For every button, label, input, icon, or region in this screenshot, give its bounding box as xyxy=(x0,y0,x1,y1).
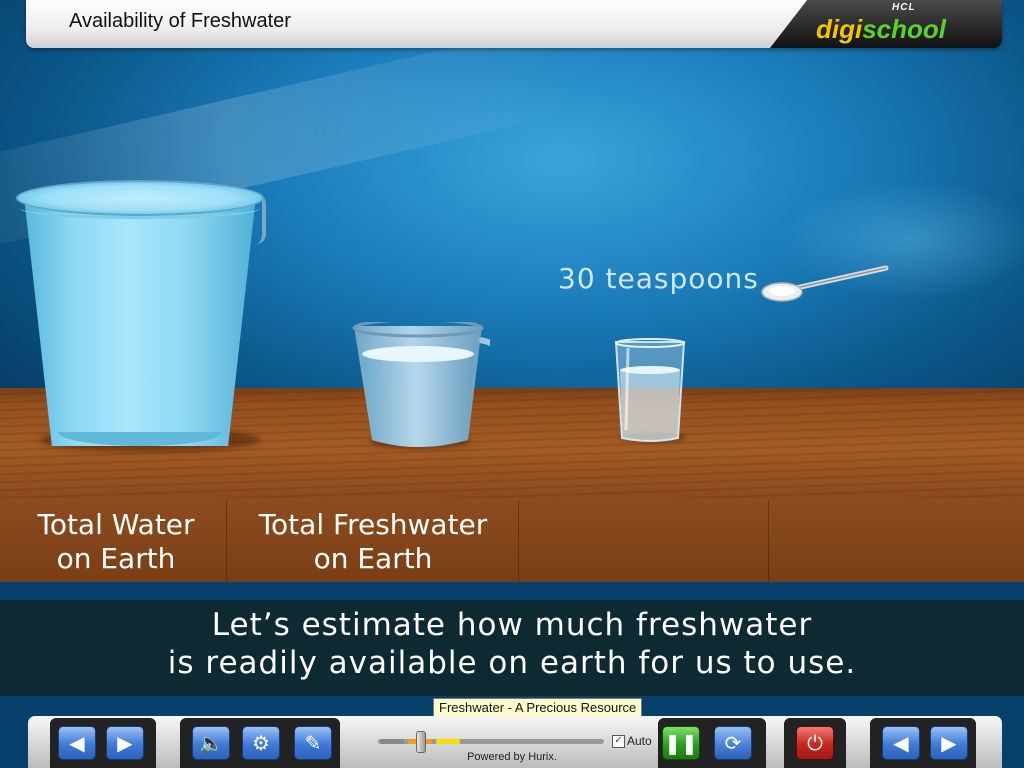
pause-button[interactable]: ❚❚ xyxy=(662,726,700,760)
progress-segment xyxy=(436,739,460,744)
logo-hcl-text: HCL xyxy=(892,2,916,13)
caption-line2: is readily available on earth for us to … xyxy=(167,645,857,681)
teaspoon-icon xyxy=(761,265,889,302)
logo-digi-text: digi xyxy=(816,14,863,44)
refresh-icon: ⟳ xyxy=(724,731,742,755)
tooltip: Freshwater - A Precious Resource xyxy=(433,698,643,717)
toolbox-icon: ✎ xyxy=(304,731,322,755)
auto-checkbox[interactable]: ✓ xyxy=(612,734,625,748)
replay-button[interactable]: ⟳ xyxy=(714,726,752,760)
total-water-label: Total Water on Earth xyxy=(20,508,212,576)
settings-button[interactable]: ⚙ xyxy=(242,726,280,760)
table-seam xyxy=(768,500,769,582)
bucket-band xyxy=(20,198,260,219)
total-water-label-line1: Total Water xyxy=(37,508,195,541)
arrow-left-icon: ◀ xyxy=(893,731,909,755)
title-bar: Availability of Freshwater HCL digischoo… xyxy=(26,0,1002,48)
total-water-label-line2: on Earth xyxy=(56,542,176,575)
exit-button[interactable]: ⏻ xyxy=(796,726,834,760)
table-seam xyxy=(518,500,519,582)
table-seam xyxy=(226,500,227,582)
logo-school-text: school xyxy=(862,14,947,44)
total-freshwater-label-line2: on Earth xyxy=(313,542,433,575)
progress-slider-handle[interactable] xyxy=(416,731,426,753)
progress-segment xyxy=(380,739,404,744)
arrow-left-icon: ◀ xyxy=(69,731,85,755)
speaker-icon: 🔈 xyxy=(198,731,224,755)
pause-icon: ❚❚ xyxy=(664,731,698,755)
page-title: Availability of Freshwater xyxy=(69,10,291,32)
bucket-base xyxy=(58,432,222,446)
power-icon: ⏻ xyxy=(807,731,823,755)
teaspoons-label: 30 teaspoons xyxy=(558,262,759,295)
previous-page-button[interactable]: ◀ xyxy=(882,726,920,760)
glass-of-water xyxy=(614,338,686,442)
caption-panel xyxy=(0,600,1024,696)
arrow-right-icon: ▶ xyxy=(941,731,957,755)
arrow-right-icon: ▶ xyxy=(117,731,133,755)
auto-toggle[interactable]: ✓ Auto xyxy=(612,734,652,748)
digischool-logo: HCL digischool xyxy=(770,0,1002,48)
auto-label: Auto xyxy=(627,734,652,748)
next-page-button[interactable]: ▶ xyxy=(930,726,968,760)
bucket-body xyxy=(24,196,256,446)
total-freshwater-label-line1: Total Freshwater xyxy=(258,508,488,541)
total-freshwater-label: Total Freshwater on Earth xyxy=(242,508,504,576)
measuring-jug xyxy=(352,322,490,447)
powered-by-text: Powered by Hurix. xyxy=(467,751,557,763)
progress-track[interactable] xyxy=(378,739,604,744)
caption-line1: Let’s estimate how much freshwater xyxy=(211,607,813,643)
caption-text: Let’s estimate how much freshwater is re… xyxy=(0,606,1024,682)
gears-icon: ⚙ xyxy=(252,731,270,755)
logo-wordmark: digischool xyxy=(816,14,946,45)
table-front xyxy=(0,498,1024,582)
volume-button[interactable]: 🔈 xyxy=(192,726,230,760)
previous-button[interactable]: ◀ xyxy=(58,726,96,760)
toolbox-button[interactable]: ✎ xyxy=(294,726,332,760)
bucket-handle xyxy=(248,194,266,244)
next-button[interactable]: ▶ xyxy=(106,726,144,760)
